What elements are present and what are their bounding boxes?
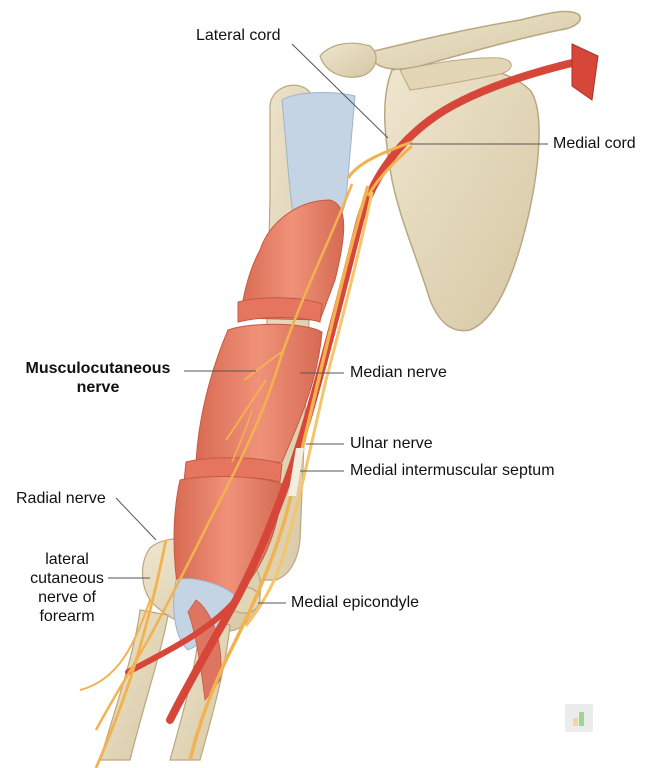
medial-cord-nerve <box>366 144 413 197</box>
label-median-nerve: Median nerve <box>350 364 447 381</box>
radial-nerve-branch <box>79 599 151 691</box>
label-musculocutaneous-line2: nerve <box>76 379 120 396</box>
radial-artery-branch <box>125 597 239 675</box>
label-lateral-cutaneous-nerve-of-forearm: lateral cutaneous nerve of forearm <box>30 550 104 626</box>
label-lcnf-line2: cutaneous <box>30 570 104 587</box>
radius-bone <box>99 609 169 761</box>
median-nerve <box>188 185 370 761</box>
label-musculocutaneous-nerve: Musculocutaneous nerve <box>14 359 182 397</box>
label-lcnf-line1: lateral <box>45 551 89 568</box>
label-medial-intermuscular-septum: Medial intermuscular septum <box>350 462 555 479</box>
musculocutaneous-branch-2 <box>225 379 267 441</box>
label-lateral-cord: Lateral cord <box>196 27 281 44</box>
label-lcnf-line3: nerve of <box>38 589 96 606</box>
badge-bar-short <box>573 718 578 726</box>
badge-bar-tall <box>579 712 584 726</box>
leader-radial <box>115 497 157 541</box>
label-medial-epicondyle: Medial epicondyle <box>291 594 420 611</box>
musculocutaneous-branch-3 <box>231 409 253 463</box>
label-ulnar-nerve: Ulnar nerve <box>350 435 433 452</box>
watermark-badge-icon <box>565 704 593 732</box>
radial-nerve <box>94 539 168 768</box>
lateral-cord-nerve <box>346 140 413 179</box>
artery-stump <box>571 43 599 101</box>
coracoid-process <box>399 57 512 91</box>
label-radial-nerve: Radial nerve <box>16 490 106 507</box>
biceps-upper-belly <box>239 199 345 321</box>
acromion <box>319 42 377 78</box>
leader-lateral-cord <box>291 43 389 139</box>
musculocutaneous-branch-1 <box>243 351 283 381</box>
label-musculocutaneous-line1: Musculocutaneous <box>25 360 171 377</box>
ulnar-nerve <box>244 191 374 627</box>
label-lcnf-line4: forearm <box>39 608 95 625</box>
brachialis-muscle <box>195 323 323 465</box>
label-medial-cord: Medial cord <box>553 135 636 152</box>
medial-intermuscular-septum <box>288 448 304 496</box>
scapula <box>384 63 540 332</box>
